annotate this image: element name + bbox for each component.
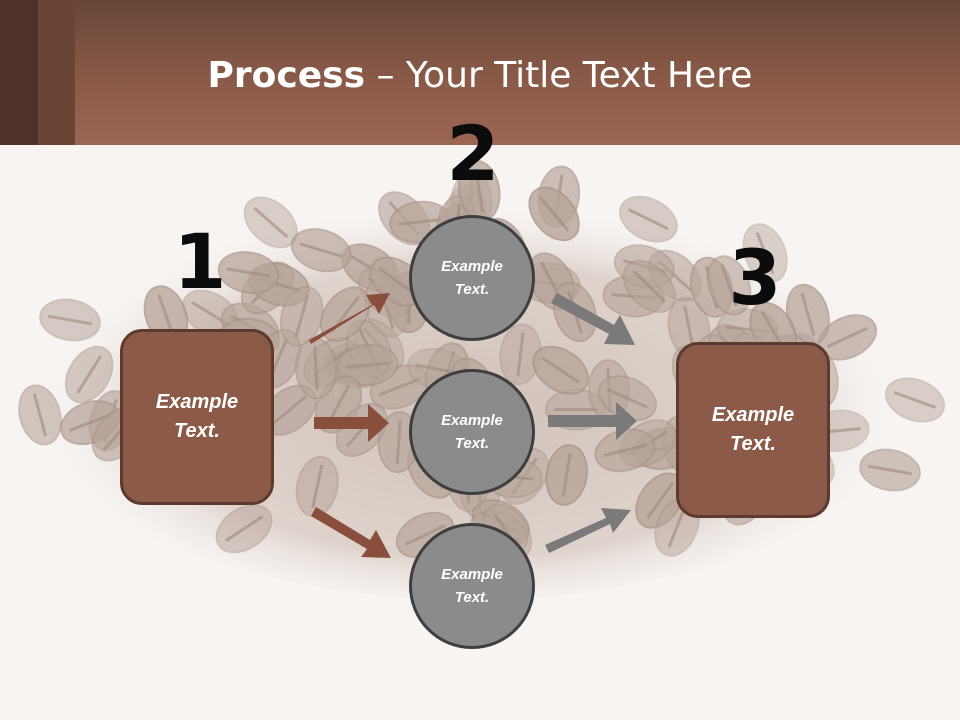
arrow-to-bottom	[311, 507, 391, 558]
arrow-middle-to-three	[548, 402, 637, 440]
coffee-bean-crease	[397, 217, 443, 226]
coffee-bean-crease	[226, 267, 271, 278]
banner-accent-dark	[0, 0, 38, 145]
coffee-bean-crease	[516, 332, 525, 377]
circle-bottom-line1: Example	[441, 566, 503, 583]
coffee-bean-crease	[632, 269, 667, 304]
circle-middle-line1: Example	[441, 412, 503, 429]
coffee-bean-crease	[48, 314, 92, 326]
coffee-bean-crease	[720, 264, 738, 307]
step-2-circle-middle: Example Text.	[409, 369, 535, 495]
banner-accent-light	[38, 0, 75, 145]
coffee-bean-crease	[755, 232, 775, 275]
step-1-line1: Example	[155, 391, 239, 413]
coffee-bean-crease	[800, 292, 816, 336]
step-number-3: 3	[728, 233, 782, 322]
coffee-bean-crease	[378, 267, 416, 296]
step-2-circle-top: Example Text.	[409, 215, 535, 341]
coffee-bean-crease	[294, 294, 310, 338]
coffee-bean-crease	[395, 419, 402, 465]
title-rest: – Your Title Text Here	[365, 55, 753, 96]
coffee-bean-crease	[378, 377, 421, 397]
step-1-line2: Text.	[174, 420, 220, 442]
coffee-bean-crease	[32, 393, 48, 437]
coffee-bean-crease	[868, 464, 912, 476]
arrow-top-to-three	[551, 293, 635, 345]
arrow-to-top	[309, 293, 390, 344]
circle-top-line2: Text.	[454, 281, 490, 298]
title-banner	[0, 0, 960, 145]
circle-bottom-line2: Text.	[454, 589, 490, 606]
coffee-bean-crease	[313, 346, 319, 391]
coffee-bean-crease	[311, 464, 324, 509]
coffee-bean-crease	[253, 206, 289, 239]
arrow-bottom-to-three	[545, 508, 631, 553]
step-number-2: 2	[446, 109, 500, 198]
coffee-bean-crease	[538, 196, 570, 232]
coffee-bean-crease	[345, 361, 390, 369]
coffee-bean-crease	[68, 413, 112, 432]
arrow-to-middle	[314, 404, 389, 442]
coffee-bean-crease	[627, 208, 669, 231]
step-3-line2: Text.	[730, 433, 776, 455]
step-3-box: Example Text.	[676, 342, 830, 518]
step-1-box: Example Text.	[120, 329, 274, 505]
circle-top-line1: Example	[441, 258, 503, 275]
coffee-bean-crease	[404, 524, 446, 546]
coffee-bean-crease	[667, 505, 687, 548]
circle-middle-line2: Text.	[454, 435, 490, 452]
coffee-bean-crease	[271, 395, 308, 426]
coffee-bean-crease	[603, 443, 647, 458]
coffee-bean-crease	[606, 387, 648, 409]
slide-title: Process – Your Title Text Here	[0, 55, 960, 97]
coffee-bean-crease	[474, 168, 485, 213]
title-bold: Process	[207, 55, 366, 96]
coffee-bean-crease	[76, 354, 103, 394]
step-3-line1: Example	[711, 404, 795, 426]
coffee-bean-crease	[893, 391, 937, 409]
coffee-bean-crease	[299, 242, 343, 258]
coffee-bean-crease	[645, 481, 675, 520]
coffee-bean-crease	[541, 356, 580, 384]
step-number-1: 1	[173, 217, 227, 306]
coffee-bean-crease	[224, 515, 264, 543]
coffee-bean-crease	[561, 453, 572, 497]
step-2-circle-bottom: Example Text.	[409, 523, 535, 649]
coffee-bean-crease	[826, 326, 869, 349]
